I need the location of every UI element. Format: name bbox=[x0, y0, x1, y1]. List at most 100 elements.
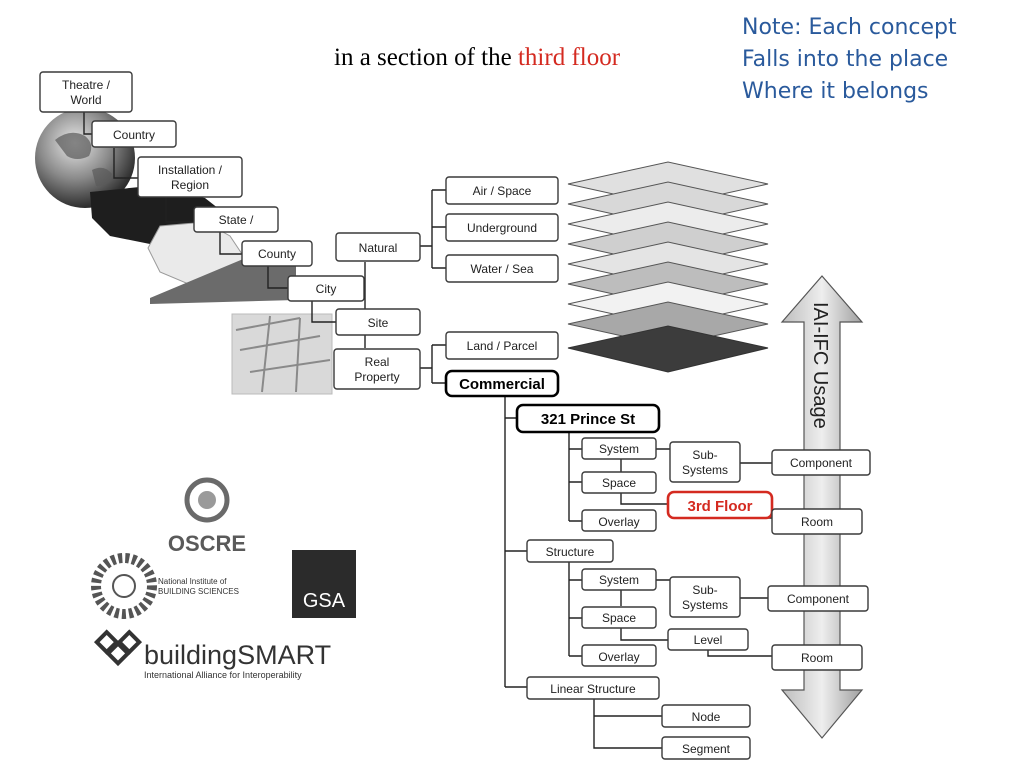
box-system-2-label: System bbox=[599, 573, 639, 587]
bs-emblem-c bbox=[105, 640, 131, 667]
box-air-space: Air / Space bbox=[445, 176, 559, 205]
box-subsystems-2-frame bbox=[669, 576, 741, 618]
box-installation-frame bbox=[137, 156, 243, 198]
box-city: City bbox=[287, 275, 365, 302]
note: Note: Each concept Falls into the place … bbox=[742, 12, 957, 108]
box-linear-structure: Linear Structure bbox=[526, 676, 660, 700]
box-site-label: Site bbox=[368, 316, 389, 330]
box-county: County bbox=[241, 240, 313, 267]
layer-stack bbox=[567, 161, 769, 373]
box-component-1-label: Component bbox=[790, 456, 853, 470]
conn-city-site bbox=[311, 300, 336, 323]
conn-installation-state bbox=[165, 196, 194, 223]
geo-imagery bbox=[35, 108, 333, 395]
box-real-property-frame bbox=[333, 348, 421, 390]
box-overlay-2: Overlay bbox=[581, 644, 657, 667]
box-level: Level bbox=[667, 628, 749, 651]
box-overlay-2-frame bbox=[581, 644, 657, 667]
box-country: Country bbox=[91, 120, 177, 148]
box-system-1-label: System bbox=[599, 442, 639, 456]
box-linear-structure-frame bbox=[526, 676, 660, 700]
box-real-property: Real Property bbox=[333, 348, 421, 390]
box-room-2-frame bbox=[771, 644, 863, 671]
box-space-1-label: Space bbox=[602, 476, 636, 490]
box-theatre-world-line1: Theatre / bbox=[62, 78, 111, 92]
box-water-sea-label: Water / Sea bbox=[471, 262, 534, 276]
buildingsmart-tagline: International Alliance for Interoperabil… bbox=[144, 670, 302, 680]
box-land-parcel-label: Land / Parcel bbox=[467, 339, 538, 353]
buildingsmart-wordmark: buildingSMART bbox=[144, 640, 331, 670]
box-site-frame bbox=[335, 308, 421, 336]
box-component-1-frame bbox=[771, 449, 871, 476]
box-subsystems-2-line1: Sub- bbox=[692, 583, 717, 597]
box-structure: Structure bbox=[526, 539, 614, 563]
box-overlay-2-label: Overlay bbox=[598, 650, 639, 664]
conn-space2-level bbox=[620, 628, 668, 641]
box-node: Node bbox=[661, 704, 751, 728]
bs-emblem-a bbox=[93, 629, 120, 655]
box-subsystems-1-line2: Systems bbox=[682, 463, 728, 477]
city-map-detail bbox=[235, 315, 331, 393]
bs-emblem-b bbox=[116, 629, 143, 655]
box-component-1: Component bbox=[771, 449, 871, 476]
box-system-1-frame bbox=[581, 437, 657, 460]
conn-level-room bbox=[707, 650, 772, 657]
nibs-line-1: National Institute of bbox=[158, 577, 227, 586]
box-3rd-floor-frame bbox=[666, 490, 774, 520]
box-county-label: County bbox=[258, 247, 296, 261]
box-state-frame bbox=[193, 206, 279, 233]
box-room-1-label: Room bbox=[801, 515, 833, 529]
box-room-2-label: Room bbox=[801, 651, 833, 665]
box-address-frame bbox=[515, 403, 661, 434]
conn-address-children bbox=[568, 432, 582, 522]
box-level-frame bbox=[667, 628, 749, 651]
conn-system2-subsystems bbox=[620, 579, 670, 606]
headline-highlight: third floor bbox=[517, 44, 621, 71]
box-real-property-line2: Property bbox=[354, 370, 399, 384]
box-address: 321 Prince St bbox=[515, 403, 661, 434]
gsa-wordmark: GSA bbox=[303, 590, 346, 612]
box-component-2: Component bbox=[767, 585, 869, 612]
box-segment: Segment bbox=[661, 736, 751, 760]
box-3rd-floor-label: 3rd Floor bbox=[687, 498, 752, 515]
nibs-emblem bbox=[91, 553, 157, 619]
box-county-frame bbox=[241, 240, 313, 267]
box-commercial: Commercial bbox=[444, 369, 560, 398]
box-theatre-world: Theatre / World bbox=[39, 71, 133, 113]
box-space-1: Space bbox=[581, 471, 657, 494]
box-component-2-frame bbox=[767, 585, 869, 612]
box-3rd-floor: 3rd Floor bbox=[666, 490, 774, 520]
note-line-2: Falls into the place bbox=[742, 47, 949, 72]
box-land-parcel: Land / Parcel bbox=[445, 331, 559, 360]
headline: in a section of the third floor bbox=[334, 44, 620, 72]
usage-arrow-label: IAI-IFC Usage bbox=[809, 302, 831, 429]
box-subsystems-1: Sub- Systems bbox=[669, 441, 741, 483]
box-land-parcel-frame bbox=[445, 331, 559, 360]
conn-state-county bbox=[219, 232, 242, 255]
box-commercial-frame bbox=[444, 369, 560, 398]
oscre-logo: OSCRE bbox=[168, 477, 246, 556]
box-subsystems-2: Sub- Systems bbox=[669, 576, 741, 618]
conn-natural-children bbox=[420, 189, 446, 269]
box-overlay-1-label: Overlay bbox=[598, 515, 639, 529]
box-system-2-frame bbox=[581, 568, 657, 591]
buildingsmart-logo: buildingSMART International Alliance for… bbox=[93, 629, 331, 680]
nibs-line-2: BUILDING SCIENCES bbox=[158, 587, 239, 596]
box-natural-frame bbox=[335, 232, 421, 262]
box-space-2: Space bbox=[581, 606, 657, 629]
connectors bbox=[83, 112, 772, 749]
nibs-emblem-core bbox=[112, 574, 136, 598]
box-commercial-label: Commercial bbox=[459, 376, 545, 393]
conn-real-children bbox=[420, 344, 446, 384]
usage-arrow-shape bbox=[780, 275, 864, 739]
conn-country-installation bbox=[113, 148, 138, 179]
box-installation-region: Installation / Region bbox=[137, 156, 243, 198]
box-subsystems-1-line1: Sub- bbox=[692, 448, 717, 462]
box-segment-label: Segment bbox=[682, 742, 731, 756]
box-space-1-frame bbox=[581, 471, 657, 494]
conn-county-city bbox=[267, 264, 288, 289]
box-node-label: Node bbox=[692, 710, 721, 724]
conn-space1-floor bbox=[620, 492, 668, 505]
box-underground: Underground bbox=[445, 213, 559, 242]
